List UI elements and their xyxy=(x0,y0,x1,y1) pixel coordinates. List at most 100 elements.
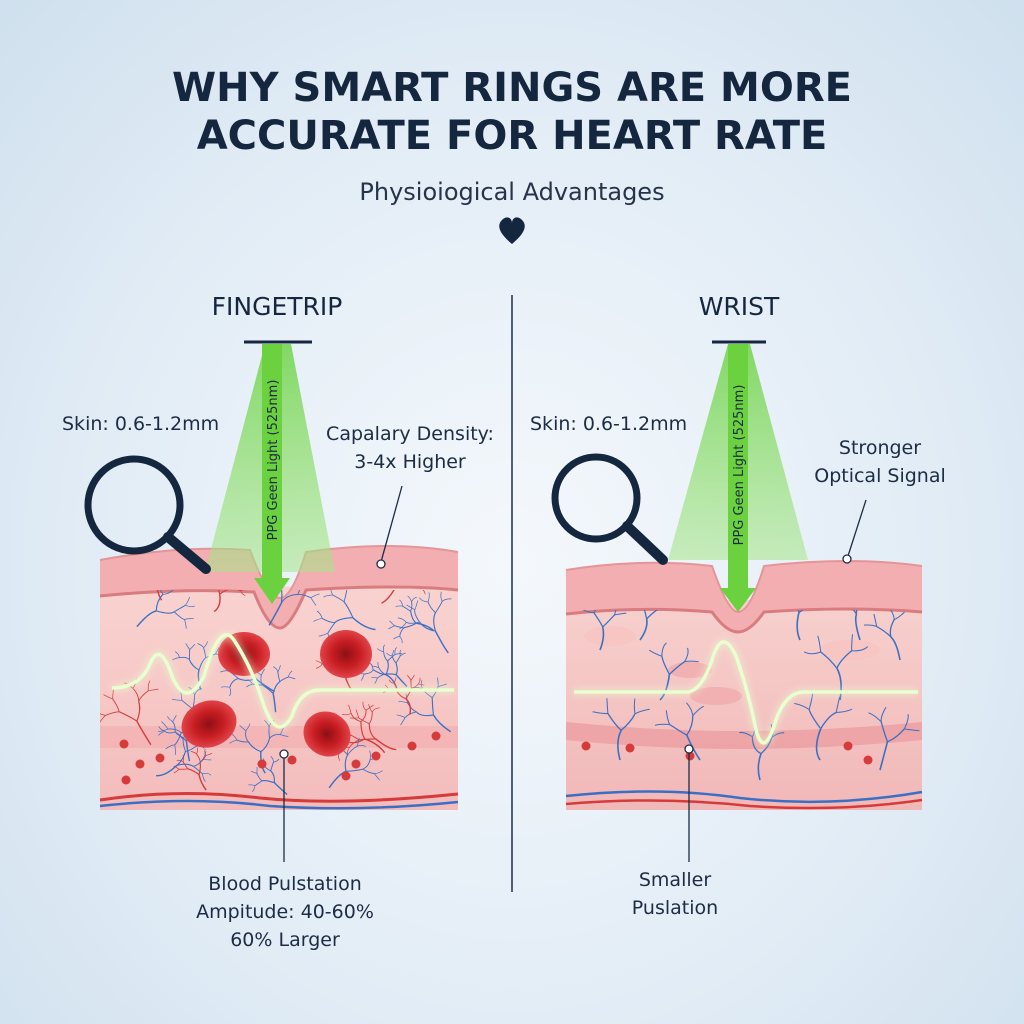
blood-cell-dot xyxy=(351,759,361,769)
capillary xyxy=(245,683,253,688)
capillary xyxy=(419,597,429,603)
capillary xyxy=(185,604,195,608)
capillary xyxy=(262,684,274,694)
capillary xyxy=(346,747,350,756)
capillary xyxy=(344,754,349,772)
capillary xyxy=(269,734,281,739)
capillary xyxy=(112,688,114,700)
blood-cell-dot xyxy=(155,753,165,763)
capillary xyxy=(310,593,320,599)
capillary xyxy=(431,697,434,715)
capillary xyxy=(288,670,293,677)
capillary xyxy=(395,662,398,675)
capillary xyxy=(187,768,200,775)
wrist-panel-title: WRIST xyxy=(698,292,780,321)
capillary xyxy=(383,651,388,662)
capillary xyxy=(270,770,276,783)
capillary xyxy=(684,647,689,662)
red-blood-cell xyxy=(181,700,237,748)
capillary xyxy=(614,612,627,616)
capillary xyxy=(239,725,247,731)
wrist-pulsation-pointer-dot xyxy=(684,744,694,754)
fingertip-red-blood-cells xyxy=(181,630,372,757)
capillary xyxy=(174,732,182,746)
capillary xyxy=(381,590,395,604)
fingertip-panel-title: FINGETRIP xyxy=(211,292,343,321)
capillary xyxy=(192,765,203,775)
capillary xyxy=(198,657,207,671)
capillary xyxy=(903,714,909,730)
capillary xyxy=(193,759,204,767)
capillary xyxy=(414,600,419,610)
capillary xyxy=(343,601,354,618)
capillary xyxy=(389,620,395,626)
capillary xyxy=(364,669,374,675)
capillary xyxy=(360,721,366,740)
capillary xyxy=(377,648,384,653)
blood-cell-dot xyxy=(371,751,381,761)
capillary xyxy=(406,675,412,681)
red-blood-cell xyxy=(303,711,351,757)
capillary xyxy=(190,751,197,755)
title-line-1: WHY SMART RINGS ARE MORE xyxy=(172,65,852,111)
wrist-beam-label: PPG Geen Light (525nm) xyxy=(732,385,747,546)
capillary xyxy=(148,688,159,692)
capillary xyxy=(229,739,238,744)
capillary xyxy=(399,599,403,607)
capillary xyxy=(422,590,426,595)
capillary xyxy=(760,737,773,755)
capillary xyxy=(350,713,362,723)
capillary xyxy=(435,601,443,613)
capillary xyxy=(836,708,853,714)
capillary xyxy=(231,733,238,741)
capillary xyxy=(272,693,277,713)
optical-signal-line-1: Stronger xyxy=(838,437,922,459)
capillary xyxy=(407,702,417,713)
capillary xyxy=(368,711,373,724)
capillary xyxy=(751,736,762,755)
capillary xyxy=(185,745,197,752)
capillary xyxy=(798,610,804,614)
capillary xyxy=(245,730,249,743)
density-pointer-dot xyxy=(376,559,386,569)
capillary xyxy=(386,652,392,657)
capillary xyxy=(416,622,434,631)
capillary xyxy=(880,706,887,722)
capillary xyxy=(229,687,232,697)
fingertip-skin-layer xyxy=(100,546,458,628)
capillary xyxy=(136,610,157,628)
capillary xyxy=(268,726,271,739)
capillary xyxy=(432,714,452,733)
capillary xyxy=(836,650,853,669)
capillary xyxy=(356,744,366,747)
capillary xyxy=(203,641,208,648)
capillary xyxy=(593,612,604,628)
capillary xyxy=(391,649,394,656)
capillary xyxy=(196,747,198,755)
capillary xyxy=(415,711,434,717)
capillary xyxy=(174,744,176,755)
capillary xyxy=(236,590,241,592)
capillary xyxy=(315,660,323,665)
capillary xyxy=(156,610,175,614)
capillary xyxy=(669,723,688,736)
capillary xyxy=(410,674,415,681)
capillary xyxy=(396,714,406,718)
capillary xyxy=(393,677,397,684)
capillary xyxy=(794,702,810,710)
capillary xyxy=(334,617,353,623)
capillary xyxy=(342,713,352,716)
smaller-pulsation-line-1: Smaller xyxy=(638,869,712,891)
capillary xyxy=(248,784,256,787)
capillary xyxy=(184,618,194,620)
capillary xyxy=(280,590,283,604)
capillary xyxy=(593,610,596,613)
capillary xyxy=(434,630,449,654)
subtitle: Physioiogical Advantages xyxy=(359,178,665,206)
capillary xyxy=(771,732,785,739)
capillary xyxy=(757,753,762,781)
capillary xyxy=(136,720,152,746)
capillary xyxy=(803,651,821,655)
wrist-blood-cells-small xyxy=(581,741,873,765)
capillary xyxy=(256,773,263,782)
